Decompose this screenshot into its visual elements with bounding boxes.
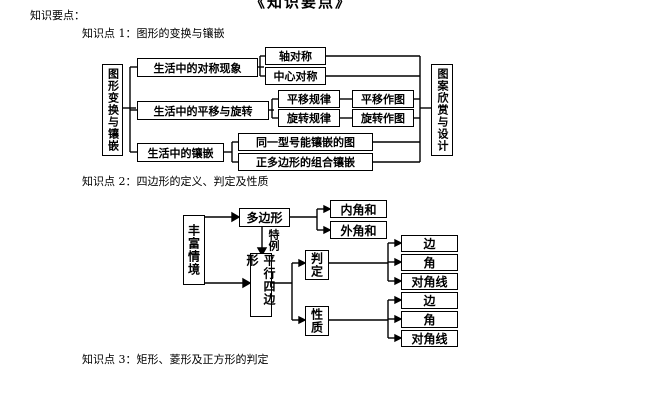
- axis-symmetry-box: 轴对称: [265, 47, 326, 65]
- rich-context-box: 丰富情境: [183, 215, 205, 285]
- property-diagonal-box: 对角线: [401, 330, 458, 347]
- tile-poly-box: 正多边形的组合镶嵌: [238, 153, 373, 171]
- parallelogram-box: 平行四边形: [245, 253, 276, 317]
- property-angle-box: 角: [401, 311, 458, 328]
- special-case-label: 特例: [267, 229, 280, 251]
- property-side-box: 边: [401, 292, 458, 309]
- judge-side-box: 边: [401, 235, 458, 252]
- rotate-rule-box: 旋转规律: [278, 109, 340, 127]
- point-3-title: 知识点 3：矩形、菱形及正方形的判定: [82, 353, 269, 366]
- branch-tiling-box: 生活中的镶嵌: [137, 143, 224, 162]
- judge-box: 判定: [305, 250, 329, 280]
- center-symmetry-box: 中心对称: [265, 67, 326, 85]
- rotate-draw-box: 旋转作图: [352, 109, 414, 127]
- exterior-angle-box: 外角和: [330, 221, 387, 239]
- property-box: 性质: [305, 306, 329, 336]
- point-2-title: 知识点 2：四边形的定义、判定及性质: [82, 175, 269, 188]
- point-1-title: 知识点 1：图形的变换与镶嵌: [82, 27, 225, 40]
- branch-move-box: 生活中的平移与旋转: [137, 101, 269, 120]
- top-banner: 《知识要点》: [250, 0, 353, 11]
- section-label: 知识要点：: [30, 9, 85, 22]
- interior-angle-box: 内角和: [330, 200, 387, 218]
- branch-symmetry-box: 生活中的对称现象: [137, 58, 258, 77]
- polygon-box: 多边形: [239, 208, 290, 227]
- judge-diagonal-box: 对角线: [401, 273, 458, 290]
- design-box: 图案欣赏与设计: [431, 64, 453, 156]
- translate-rule-box: 平移规律: [278, 90, 340, 108]
- judge-angle-box: 角: [401, 254, 458, 271]
- root-box: 图形变换与镶嵌: [102, 64, 123, 156]
- translate-draw-box: 平移作图: [352, 90, 414, 108]
- tile-same-box: 同一型号能镶嵌的图: [238, 133, 373, 151]
